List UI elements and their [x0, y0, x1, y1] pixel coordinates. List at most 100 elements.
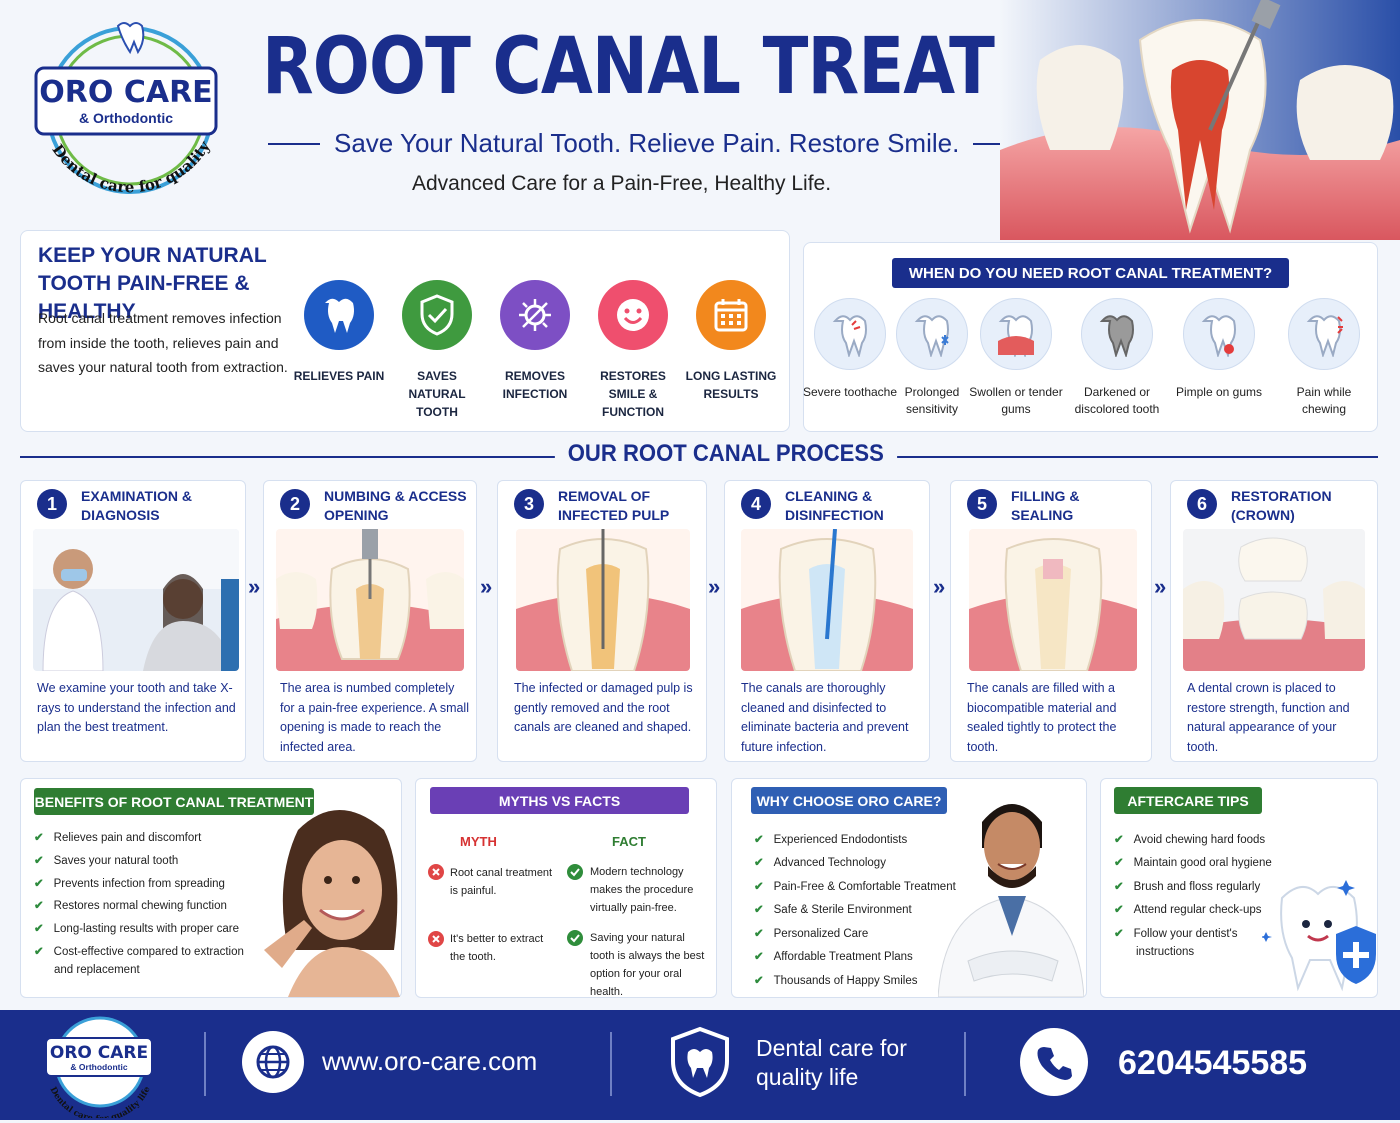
step-number: 1: [37, 489, 67, 519]
chevron-right-icon: »: [248, 574, 261, 599]
calendar-icon: [696, 280, 766, 350]
step-number: 4: [741, 489, 771, 519]
footer-brand-sub: & Orthodontic: [70, 1062, 127, 1072]
gum-pimple-icon: [1183, 298, 1255, 370]
list-item: ✔Safe & Sterile Environment: [754, 904, 912, 916]
happy-tooth-mascot: [1260, 868, 1376, 996]
check-icon: ✔: [34, 878, 44, 890]
check-icon: ✔: [1114, 881, 1124, 893]
benefit-label: SAVES NATURAL TOOTH: [408, 369, 466, 419]
step-title: CLEANING & DISINFECTION: [785, 488, 884, 523]
dentist-exam-photo: [33, 529, 239, 671]
step-title: REMOVAL OF INFECTED PULP: [558, 488, 670, 523]
myth-text: Root canal treatment is painful.: [450, 867, 553, 897]
divider: [964, 1032, 966, 1096]
footer-logo: ORO CARE & Orthodontic Dental care for q…: [42, 1012, 158, 1123]
process-title: OUR ROOT CANAL PROCESS: [554, 440, 897, 468]
step-number: 3: [514, 489, 544, 519]
process-step-2: 2 NUMBING & ACCESS OPENING The area is n…: [263, 480, 477, 762]
chewing-pain-icon: [1288, 298, 1360, 370]
footer-brand-name: ORO CARE: [50, 1043, 148, 1063]
check-icon: ✔: [1114, 904, 1124, 916]
check-icon: ✔: [754, 834, 764, 846]
benefits-list-title: BENEFITS OF ROOT CANAL TREATMENT: [34, 788, 314, 815]
check-icon: ✔: [1114, 857, 1124, 869]
footer-motto: Dental care for quality life: [756, 1035, 907, 1090]
symptom-label: Prolonged sensitivity: [904, 385, 960, 416]
tagline: Save Your Natural Tooth. Relieve Pain. R…: [334, 128, 960, 158]
symptom-item: Pimple on gums: [1169, 298, 1269, 401]
check-icon: ✔: [754, 951, 764, 963]
swollen-gums-icon: [980, 298, 1052, 370]
check-icon: ✔: [754, 975, 764, 987]
symptom-label: Swollen or tender gums: [969, 385, 1063, 416]
process-step-6: 6 RESTORATION (CROWN) A dental crown is …: [1170, 480, 1378, 762]
check-icon: ✔: [1114, 834, 1124, 846]
cleaning-illustration: [741, 529, 913, 671]
fact-text: Saving your natural tooth is always the …: [590, 932, 705, 998]
list-item: ✔Advanced Technology: [754, 857, 886, 869]
check-icon: ✔: [34, 946, 44, 958]
aftercare-title: AFTERCARE TIPS: [1114, 787, 1262, 814]
chevron-right-icon: »: [1154, 574, 1167, 599]
check-icon: ✔: [754, 904, 764, 916]
check-icon: ✔: [754, 881, 764, 893]
brand-sub: & Orthodontic: [79, 110, 173, 126]
brand-name: ORO CARE: [39, 75, 212, 110]
phone-number-link[interactable]: 6204545585: [1118, 1044, 1308, 1082]
globe-icon: [242, 1031, 304, 1093]
fact-label: FACT: [612, 834, 646, 849]
benefit-label: RESTORES SMILE & FUNCTION: [600, 369, 666, 419]
check-circle-icon: [567, 864, 583, 880]
list-item: ✔Cost-effective compared to extraction a…: [34, 946, 244, 976]
check-icon: ✔: [754, 928, 764, 940]
step-title: RESTORATION (CROWN): [1231, 488, 1332, 523]
chevron-right-icon: »: [708, 574, 721, 599]
list-item: ✔Maintain good oral hygiene: [1114, 857, 1272, 869]
check-icon: ✔: [34, 855, 44, 867]
numbing-access-illustration: [276, 529, 464, 671]
myth-text: It's better to extract the tooth.: [450, 933, 544, 963]
website-link[interactable]: www.oro-care.com: [322, 1046, 538, 1076]
smiling-woman-photo: [258, 800, 400, 997]
keep-text: Root canal treatment removes infection f…: [38, 310, 288, 375]
divider: [268, 142, 320, 145]
process-step-5: 5 FILLING & SEALING The canals are fille…: [950, 480, 1152, 762]
list-item: ✔Restores normal chewing function: [34, 900, 227, 912]
symptom-label: Pimple on gums: [1175, 385, 1263, 399]
myth-label: MYTH: [460, 834, 497, 849]
benefit-relieves-pain: RELIEVES PAIN: [290, 280, 388, 385]
pulp-removal-illustration: [516, 529, 690, 671]
symptom-item: Darkened or discolored tooth: [1067, 298, 1167, 418]
fact-text: Modern technology makes the procedure vi…: [590, 866, 694, 914]
benefit-label: REMOVES INFECTION: [502, 369, 568, 401]
step-desc: The canals are thoroughly cleaned and di…: [741, 681, 909, 754]
benefit-label: RELIEVES PAIN: [293, 369, 385, 383]
step-number: 5: [967, 489, 997, 519]
myths-card: [415, 778, 717, 998]
brand-logo: ORO CARE & Orthodontic Dental care for q…: [25, 0, 230, 214]
tagline-row: Save Your Natural Tooth. Relieve Pain. R…: [268, 128, 1028, 159]
filling-illustration: [969, 529, 1137, 671]
step-desc: The area is numbed completely for a pain…: [280, 681, 469, 754]
step-title: FILLING & SEALING: [1011, 488, 1080, 523]
benefit-label: LONG LASTING RESULTS: [685, 369, 777, 401]
hero-tooth-illustration: [1000, 0, 1400, 240]
cross-icon: [428, 864, 444, 880]
toothache-icon: [814, 298, 886, 370]
divider: [610, 1032, 612, 1096]
smile-icon: [598, 280, 668, 350]
list-item: ✔Saves your natural tooth: [34, 855, 179, 867]
list-item: ✔Thousands of Happy Smiles: [754, 975, 918, 987]
why-title: WHY CHOOSE ORO CARE?: [751, 787, 947, 814]
benefit-long-lasting: LONG LASTING RESULTS: [682, 280, 780, 403]
list-item: ✔Follow your dentist's instructions: [1114, 928, 1238, 958]
check-icon: ✔: [34, 832, 44, 844]
subtagline: Advanced Care for a Pain-Free, Healthy L…: [412, 172, 832, 195]
list-item: ✔Prevents infection from spreading: [34, 878, 225, 890]
symptom-item: Pain while chewing: [1274, 298, 1374, 418]
step-number: 2: [280, 489, 310, 519]
shield-check-icon: [402, 280, 472, 350]
symptom-label: Severe toothache: [802, 385, 898, 399]
when-title: WHEN DO YOU NEED ROOT CANAL TREATMENT?: [892, 258, 1289, 288]
